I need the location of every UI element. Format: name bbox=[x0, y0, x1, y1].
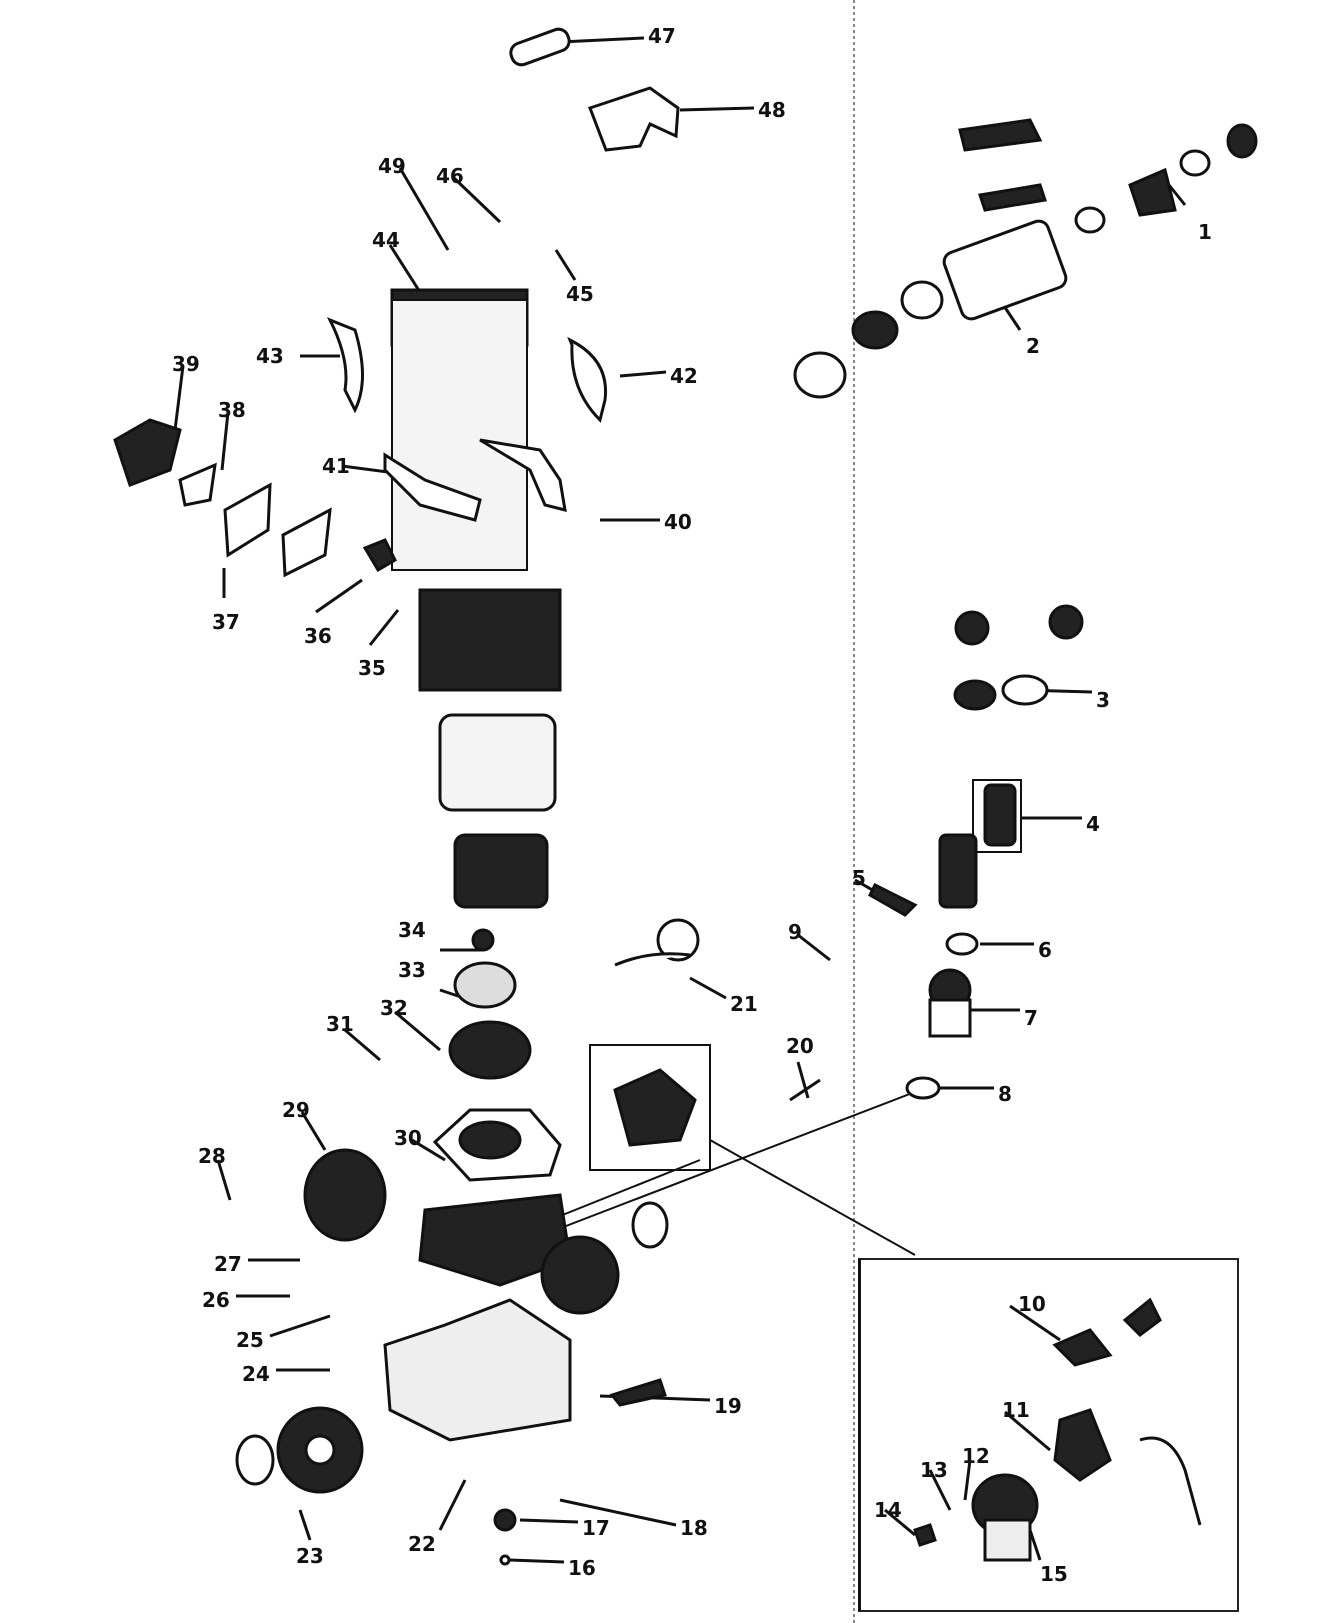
part-callout-32: 32 bbox=[380, 996, 408, 1020]
part-callout-3: 3 bbox=[1096, 688, 1110, 712]
part-callout-30: 30 bbox=[394, 1126, 422, 1150]
part-callout-20: 20 bbox=[786, 1034, 814, 1058]
part-callout-16: 16 bbox=[568, 1556, 596, 1580]
part-callout-25: 25 bbox=[236, 1328, 264, 1352]
detail-inset-box bbox=[858, 1258, 1239, 1612]
part-callout-42: 42 bbox=[670, 364, 698, 388]
part-callout-49: 49 bbox=[378, 154, 406, 178]
part-callout-6: 6 bbox=[1038, 938, 1052, 962]
part-callout-10: 10 bbox=[1018, 1292, 1046, 1316]
part-callout-28: 28 bbox=[198, 1144, 226, 1168]
part-callout-37: 37 bbox=[212, 610, 240, 634]
part-callout-38: 38 bbox=[218, 398, 246, 422]
part-callout-33: 33 bbox=[398, 958, 426, 982]
part-callout-39: 39 bbox=[172, 352, 200, 376]
vertical-divider bbox=[853, 0, 855, 1623]
part-callout-13: 13 bbox=[920, 1458, 948, 1482]
part-callout-36: 36 bbox=[304, 624, 332, 648]
part-callout-4: 4 bbox=[1086, 812, 1100, 836]
part-callout-35: 35 bbox=[358, 656, 386, 680]
part-callout-22: 22 bbox=[408, 1532, 436, 1556]
part-callout-47: 47 bbox=[648, 24, 676, 48]
part-callout-45: 45 bbox=[566, 282, 594, 306]
part-callout-12: 12 bbox=[962, 1444, 990, 1468]
part-callout-7: 7 bbox=[1024, 1006, 1038, 1030]
part-callout-43: 43 bbox=[256, 344, 284, 368]
part-callout-11: 11 bbox=[1002, 1398, 1030, 1422]
part-callout-5: 5 bbox=[852, 866, 866, 890]
part-callout-24: 24 bbox=[242, 1362, 270, 1386]
part-callout-27: 27 bbox=[214, 1252, 242, 1276]
part-callout-34: 34 bbox=[398, 918, 426, 942]
part-callout-2: 2 bbox=[1026, 334, 1040, 358]
part-callout-19: 19 bbox=[714, 1394, 742, 1418]
part-callout-14: 14 bbox=[874, 1498, 902, 1522]
part-callout-31: 31 bbox=[326, 1012, 354, 1036]
part-callout-15: 15 bbox=[1040, 1562, 1068, 1586]
part-callout-26: 26 bbox=[202, 1288, 230, 1312]
part-callout-41: 41 bbox=[322, 454, 350, 478]
part-callout-48: 48 bbox=[758, 98, 786, 122]
part-callout-23: 23 bbox=[296, 1544, 324, 1568]
part-callout-8: 8 bbox=[998, 1082, 1012, 1106]
part-callout-17: 17 bbox=[582, 1516, 610, 1540]
part-callout-18: 18 bbox=[680, 1516, 708, 1540]
part-callout-21: 21 bbox=[730, 992, 758, 1016]
part-callout-40: 40 bbox=[664, 510, 692, 534]
part-callout-46: 46 bbox=[436, 164, 464, 188]
part-callout-9: 9 bbox=[788, 920, 802, 944]
part-callout-44: 44 bbox=[372, 228, 400, 252]
part-callout-1: 1 bbox=[1198, 220, 1212, 244]
part-callout-29: 29 bbox=[282, 1098, 310, 1122]
